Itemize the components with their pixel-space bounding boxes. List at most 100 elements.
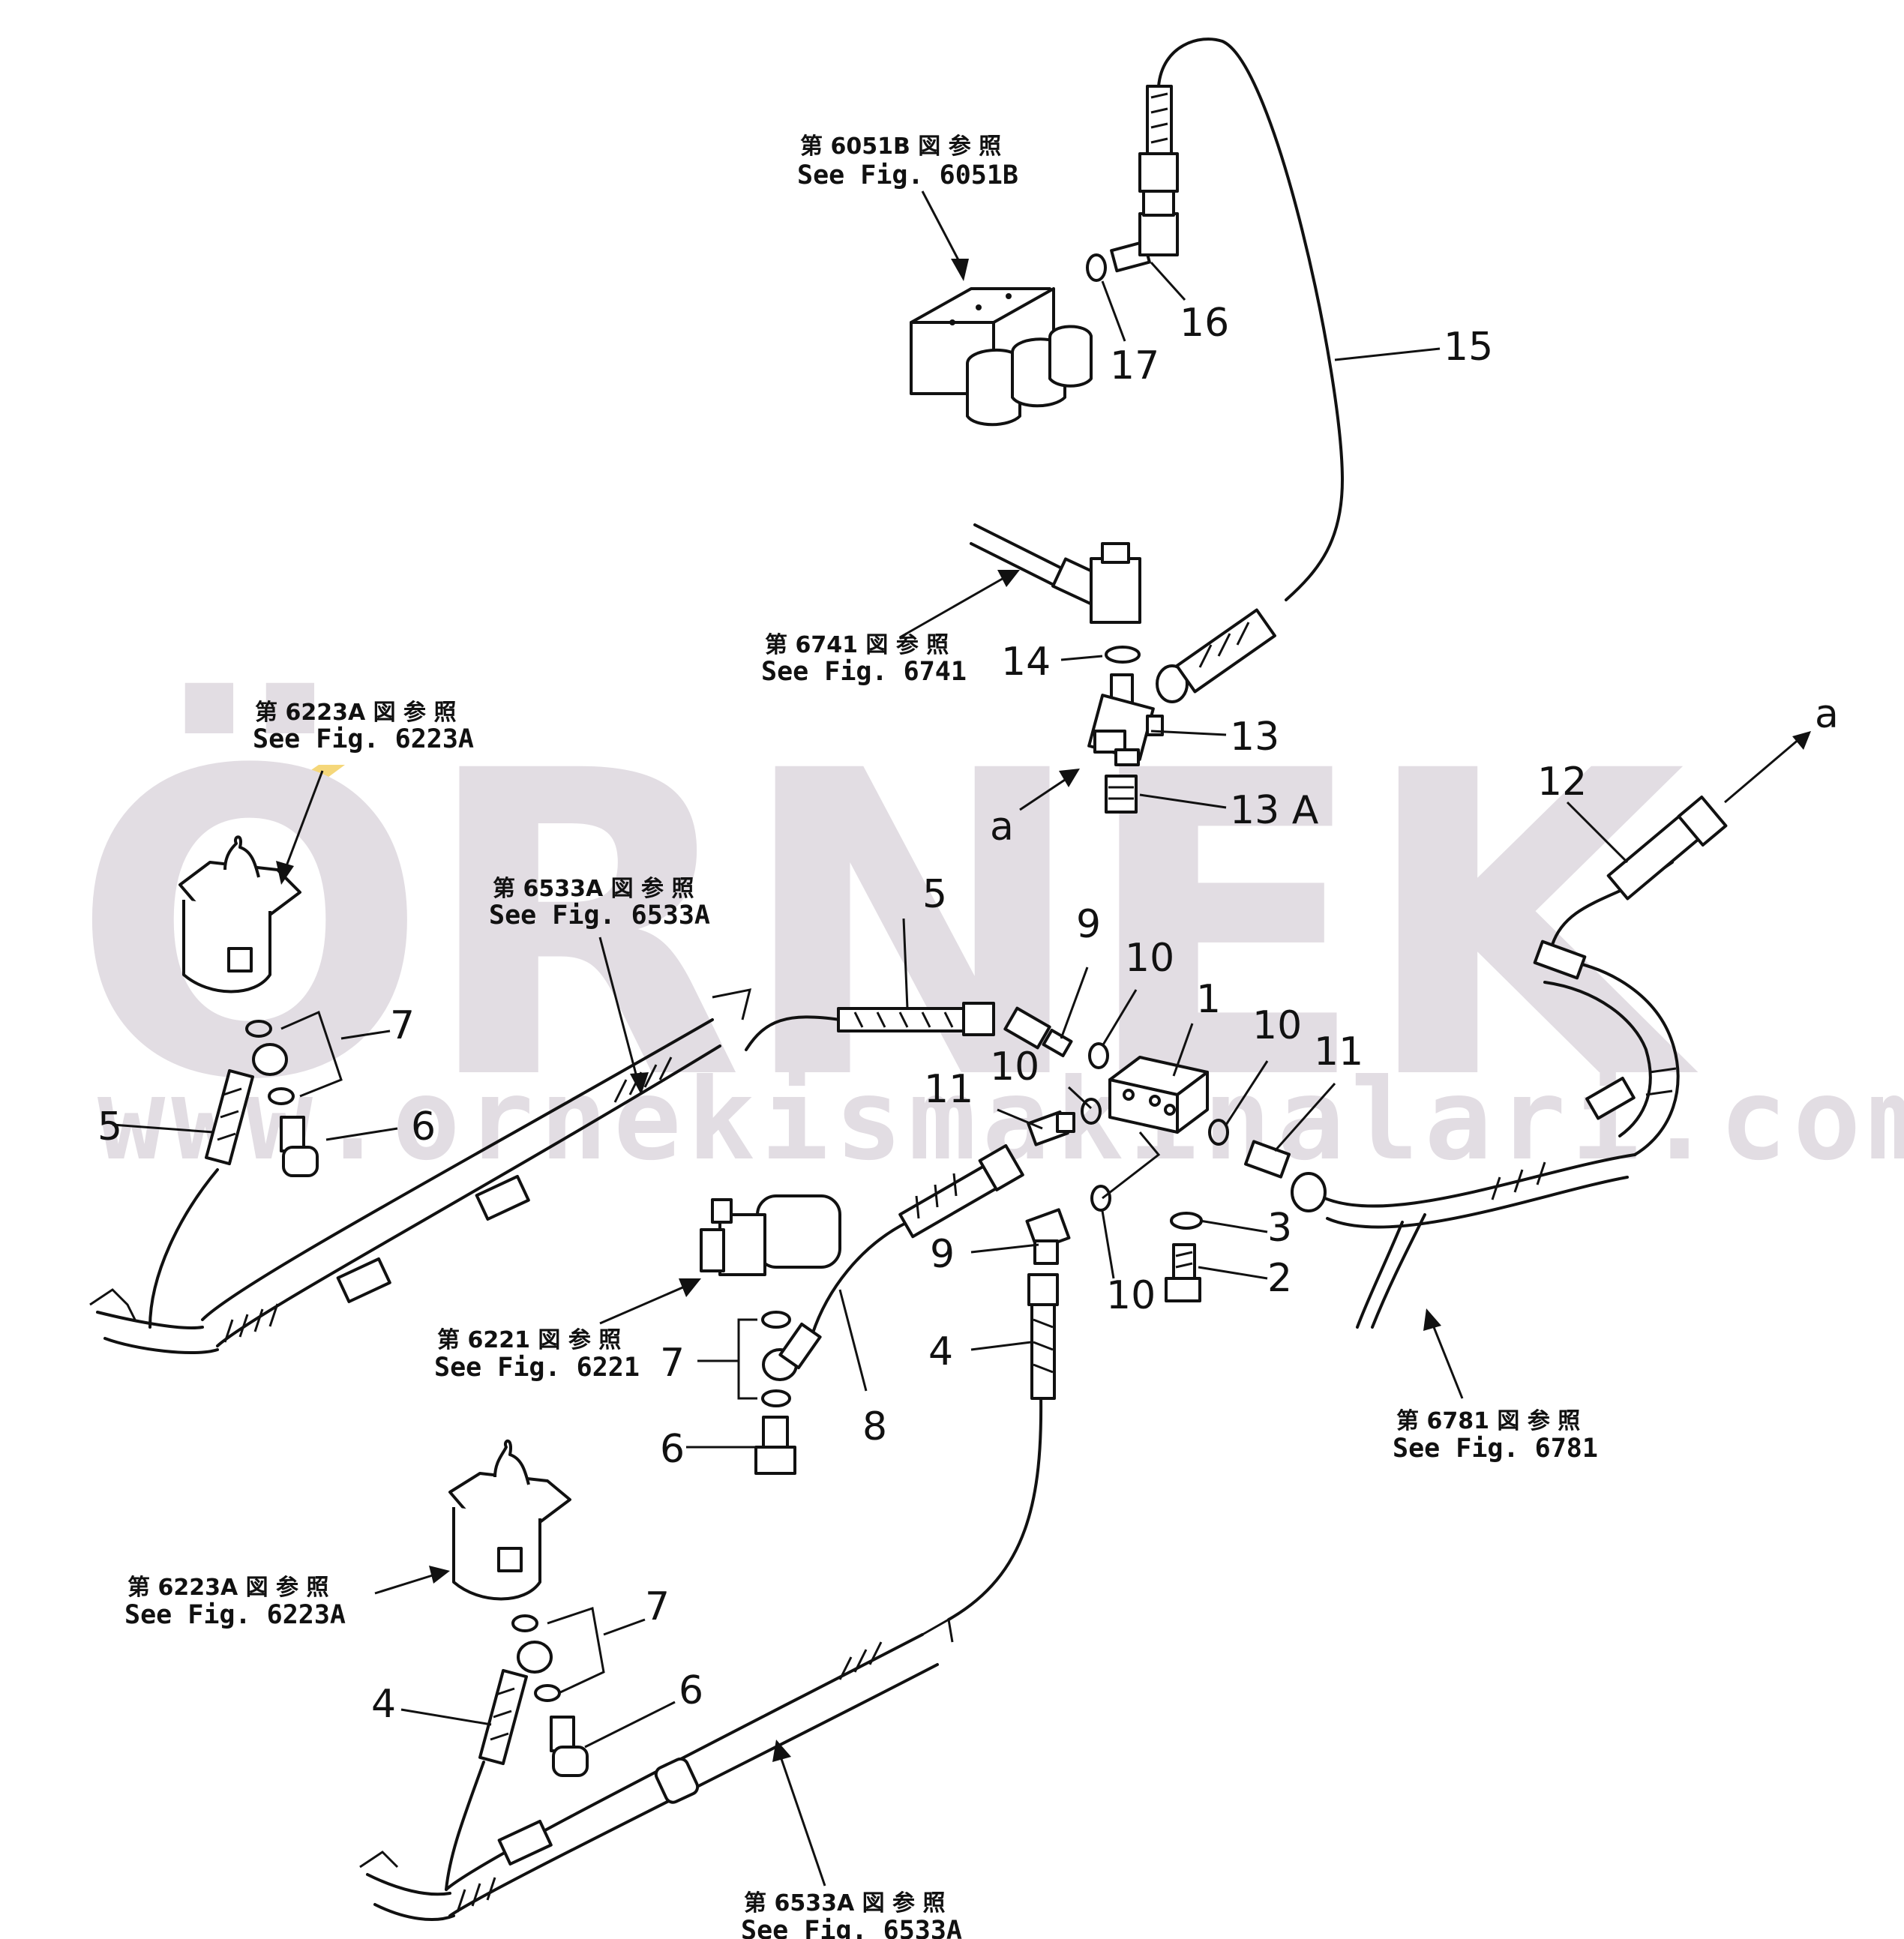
- hose-6781-line: [1371, 1213, 1426, 1329]
- o-ring-7-lower-a: [511, 1614, 538, 1632]
- callout-6-center: 6: [660, 1427, 685, 1472]
- callout-11-right: 11: [1314, 1029, 1363, 1074]
- callout-10-left: 10: [990, 1044, 1039, 1089]
- connector-11-left: [1027, 1110, 1075, 1146]
- callout-7-upper: 7: [390, 1003, 415, 1048]
- watermark: ÖRNEK www.ornekismakinalari.com.tr: [71, 679, 1904, 1185]
- ref-6533A-lower-en: See Fig. 6533A: [741, 1916, 962, 1939]
- ref-6533A-upper-jp: 第 6533A 図 参 照: [493, 876, 694, 902]
- callout-1: 1: [1196, 977, 1221, 1022]
- connector-11-right: [1244, 1140, 1291, 1179]
- callout-12: 12: [1537, 760, 1587, 805]
- elbow-fitting-16: [1110, 85, 1179, 273]
- o-ring-10-c: [1208, 1119, 1229, 1146]
- motor-6221: [700, 1194, 841, 1276]
- ref-6223A-upper-jp: 第 6223A 図 参 照: [255, 700, 457, 726]
- callout-6-upper: 6: [411, 1104, 436, 1149]
- bolt-6-upper: [280, 1116, 319, 1177]
- callout-7-lower: 7: [645, 1584, 670, 1629]
- hose-12: [1291, 795, 1728, 1229]
- callout-3: 3: [1267, 1206, 1292, 1251]
- ref-6781-en: See Fig. 6781: [1393, 1434, 1598, 1464]
- bolt-6-lower: [550, 1716, 589, 1777]
- o-ring-10-b: [1081, 1098, 1102, 1125]
- ref-6781-jp: 第 6781 図 参 照: [1396, 1408, 1580, 1434]
- callout-5-center: 5: [922, 872, 947, 917]
- callout-9-lower: 9: [930, 1232, 955, 1277]
- callout-4-center: 4: [928, 1329, 953, 1374]
- o-ring-14: [1105, 646, 1141, 664]
- hose-5-left-line: [745, 1015, 841, 1051]
- callout-6-lower: 6: [679, 1668, 703, 1713]
- ref-6741-jp: 第 6741 図 参 照: [765, 632, 949, 658]
- callout-11-left: 11: [924, 1067, 973, 1112]
- elbow-9-lower: [1025, 1208, 1071, 1265]
- callout-13: 13: [1230, 715, 1279, 760]
- ref-6221-en: See Fig. 6221: [434, 1353, 640, 1383]
- hose-15-line: [1157, 37, 1344, 601]
- callout-a-right: a: [1815, 692, 1839, 737]
- callout-10-lower: 10: [1106, 1273, 1156, 1318]
- hose-4-lower-left: [478, 1668, 528, 1766]
- leader-lines: [112, 190, 1811, 1887]
- hose-end-15-lower: [1156, 608, 1276, 703]
- o-ring-10-d: [1090, 1185, 1111, 1212]
- elbow-9-upper: [1003, 1006, 1073, 1058]
- callout-a-left: a: [990, 805, 1014, 850]
- hose-4-center: [1027, 1273, 1059, 1400]
- banjo-7-lower: [517, 1641, 553, 1674]
- hose-6781-line-2: [1356, 1221, 1404, 1329]
- actuator-6223A-lower: [448, 1439, 571, 1601]
- callout-17: 17: [1110, 343, 1159, 388]
- o-ring-7-upper-b: [268, 1087, 295, 1105]
- ref-6051B-jp: 第 6051B 図 参 照: [800, 133, 1001, 160]
- harness-6533A-lower: [359, 1617, 954, 1921]
- ref-6533A-lower-jp: 第 6533A 図 参 照: [744, 1890, 946, 1917]
- reference-labels: 第 6051B 図 参 照 See Fig. 6051B 第 6741 図 参 …: [124, 133, 1598, 1939]
- callout-10-upper: 10: [1125, 936, 1174, 981]
- ref-6223A-lower-jp: 第 6223A 図 参 照: [127, 1575, 329, 1601]
- hose-5-upper-left: [205, 1068, 254, 1166]
- o-ring-10-a: [1088, 1042, 1109, 1069]
- hose-left-loop: [148, 1168, 219, 1329]
- watermark-accent-right: [266, 765, 345, 801]
- hose-5-center: [837, 1002, 995, 1036]
- bolt-6-center: [754, 1416, 796, 1475]
- banjo-fitting-7-center: [761, 1311, 822, 1407]
- hose-4-left-line: [445, 1761, 485, 1891]
- valve-block-6051B: [910, 287, 1093, 427]
- ref-6051B-en: See Fig. 6051B: [797, 160, 1018, 190]
- callout-10-right: 10: [1252, 1003, 1302, 1048]
- o-ring-17: [1086, 253, 1107, 282]
- tee-fitting-13: [1087, 673, 1164, 766]
- callout-16: 16: [1180, 301, 1229, 346]
- callout-15: 15: [1444, 325, 1493, 370]
- ref-6221-jp: 第 6221 図 参 照: [437, 1327, 621, 1353]
- watermark-brand: ÖRNEK: [71, 679, 1701, 1172]
- block-outline-lines: [1102, 1131, 1161, 1200]
- hose-lines: [148, 37, 1674, 1891]
- o-ring-7-lower-b: [534, 1684, 561, 1702]
- callout-8: 8: [862, 1404, 887, 1449]
- callout-4-lower: 4: [371, 1682, 396, 1727]
- callout-numbers: 17 16 15 14 13 13 A a a 12 5 9 10 1 10 1…: [97, 301, 1839, 1727]
- callout-7-center: 7: [660, 1341, 685, 1386]
- callout-14: 14: [1001, 640, 1051, 685]
- ref-6223A-lower-en: See Fig. 6223A: [124, 1600, 346, 1630]
- ref-6223A-upper-en: See Fig. 6223A: [253, 724, 474, 754]
- hose-4-lower-line: [947, 1393, 1043, 1621]
- watermark-accent-left: [169, 765, 247, 801]
- hose-8-line: [808, 1221, 909, 1344]
- callout-9-upper: 9: [1076, 902, 1101, 947]
- ref-6741-en: See Fig. 6741: [761, 657, 967, 687]
- junction-block-1: [1108, 1056, 1209, 1134]
- washer-3: [1170, 1212, 1203, 1230]
- plug-13A: [1105, 775, 1138, 814]
- callout-5-left: 5: [97, 1104, 122, 1149]
- callout-13A: 13 A: [1230, 788, 1319, 833]
- o-ring-7-upper-a: [245, 1020, 272, 1038]
- callout-2: 2: [1267, 1256, 1292, 1301]
- ref-6533A-upper-en: See Fig. 6533A: [489, 901, 710, 931]
- bolt-2: [1165, 1243, 1201, 1302]
- actuator-6223A-upper: [178, 835, 301, 993]
